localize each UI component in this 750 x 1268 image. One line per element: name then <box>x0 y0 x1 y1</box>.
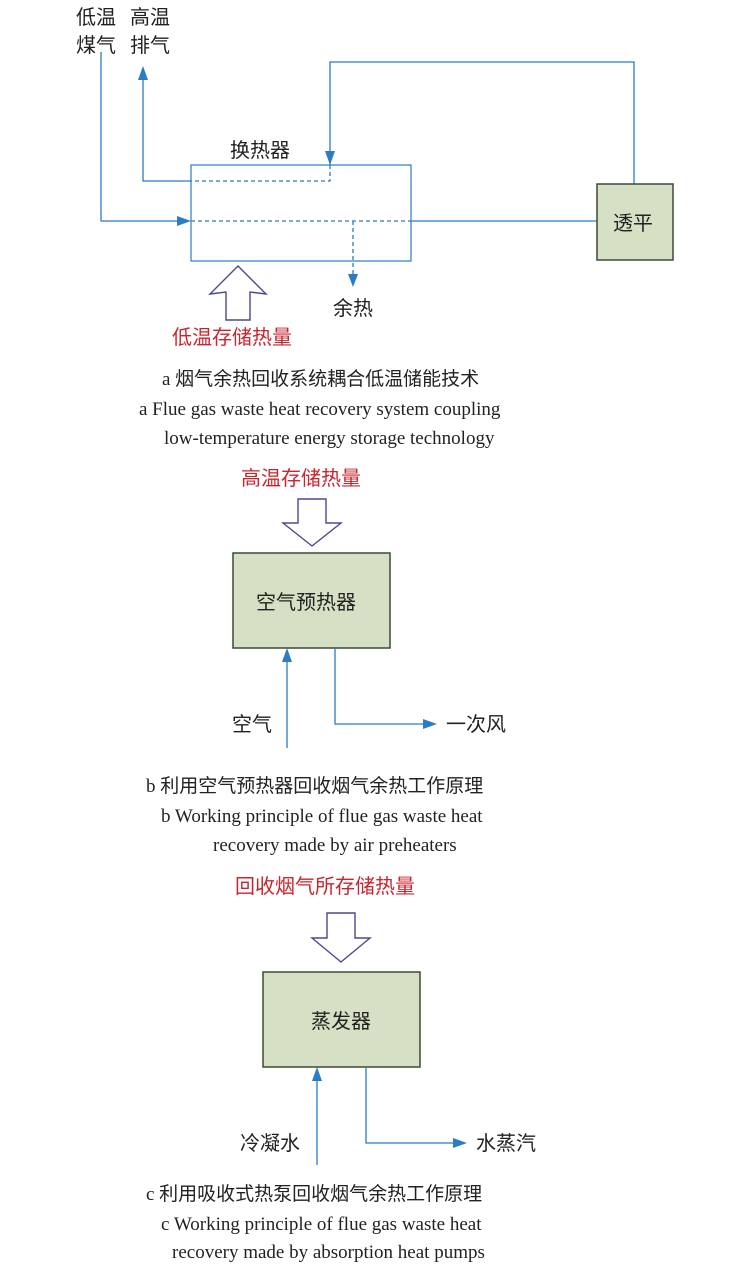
air-preheater-box <box>232 552 391 649</box>
high-temp-stored-heat-label: 高温存储热量 <box>241 466 361 490</box>
waste-heat-arrowhead <box>348 274 358 287</box>
high-temp-stored-heat-arrow-icon <box>280 498 344 547</box>
panel-a-caption-cn: a 烟气余热回收系统耦合低温储能技术 <box>162 368 479 390</box>
panel-b-caption-en-1: b Working principle of flue gas waste he… <box>161 806 483 827</box>
condensate-input-label: 冷凝水 <box>240 1131 300 1155</box>
condensate-input-arrowhead <box>312 1067 322 1081</box>
low-temp-gas-inflow-arrowhead <box>177 216 191 226</box>
steam-output-arrowhead <box>453 1138 467 1148</box>
steam-output-label: 水蒸汽 <box>476 1131 536 1155</box>
panel-c-caption-en-1: c Working principle of flue gas waste he… <box>161 1214 482 1235</box>
steam-output-line <box>365 1067 453 1144</box>
primary-air-output-line <box>334 648 423 725</box>
high-temp-exhaust-label-1: 高温 <box>130 5 170 29</box>
heat-exchanger-box <box>190 164 412 262</box>
heat-exchanger-label: 换热器 <box>230 138 290 162</box>
primary-air-output-label: 一次风 <box>446 712 506 736</box>
panel-c: 回收烟气所存储热量 蒸发器 冷凝水 水蒸汽 c 利用吸收式热泵回收烟气余热工作原… <box>146 874 536 1263</box>
air-input-label: 空气 <box>232 712 272 736</box>
air-preheater-label: 空气预热器 <box>256 590 356 614</box>
low-temp-stored-heat-label: 低温存储热量 <box>172 325 292 349</box>
panel-b-caption-cn: b 利用空气预热器回收烟气余热工作原理 <box>146 775 483 797</box>
low-temp-gas-inflow-line <box>100 52 178 222</box>
high-temp-exhaust-label-2: 排气 <box>130 33 170 57</box>
waste-heat-label: 余热 <box>333 296 373 320</box>
high-temp-exhaust-arrowhead <box>138 66 148 80</box>
return-loop-arrowhead <box>325 151 335 165</box>
panel-c-caption-cn: c 利用吸收式热泵回收烟气余热工作原理 <box>146 1183 482 1205</box>
panel-c-caption-en-2: recovery made by absorption heat pumps <box>172 1242 485 1263</box>
evaporator-label: 蒸发器 <box>311 1009 371 1033</box>
panel-a-caption-en-1: a Flue gas waste heat recovery system co… <box>139 399 501 420</box>
primary-air-output-arrowhead <box>423 719 437 729</box>
high-temp-exhaust-line <box>142 80 191 182</box>
low-temp-gas-label-1: 低温 <box>76 5 116 29</box>
device-box <box>596 183 674 261</box>
panel-b: 高温存储热量 空气预热器 空气 一次风 b 利用空气预热器回收烟气余热工作原理 … <box>146 466 506 856</box>
panel-a-caption-en-2: low-temperature energy storage technolog… <box>164 428 495 449</box>
panel-a: 低温 煤气 高温 排气 换热器 余热 透平 低温存储热量 a 烟气余热回收系统耦… <box>76 5 674 449</box>
device-label: 透平 <box>613 211 653 235</box>
low-temp-gas-label-2: 煤气 <box>76 33 116 57</box>
recovered-stored-heat-label: 回收烟气所存储热量 <box>235 874 415 898</box>
recovered-stored-heat-arrow-icon <box>310 912 372 963</box>
evaporator-box <box>262 971 421 1068</box>
low-temp-stored-heat-arrow-icon <box>208 265 268 321</box>
air-input-arrowhead <box>282 648 292 662</box>
exchanger-upper-inner-flow <box>191 165 331 182</box>
device-return-loop-line <box>329 61 635 184</box>
panel-b-caption-en-2: recovery made by air preheaters <box>213 835 457 856</box>
